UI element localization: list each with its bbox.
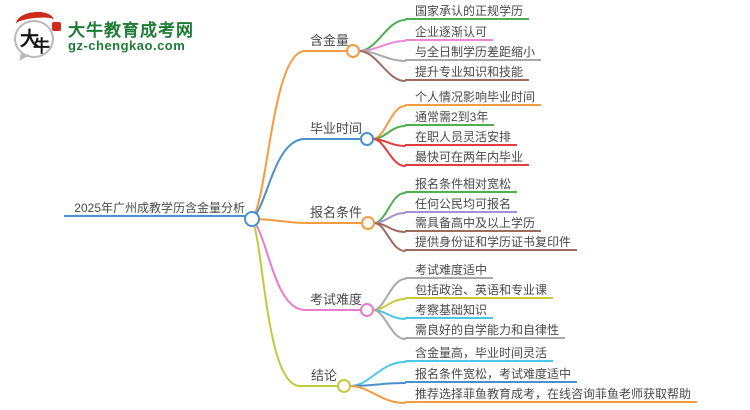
branch-line-jielun [251, 218, 339, 387]
logo-char-top: 大 [20, 29, 40, 50]
leaf-node: 个人情况影响毕业时间 [405, 89, 542, 106]
branch-label-biyeshijian: 毕业时间 [310, 121, 363, 136]
leaf-line [372, 105, 406, 140]
leaf-line [358, 40, 406, 52]
branch-node-circle [360, 132, 374, 146]
leaf-line [372, 278, 406, 311]
leaf-line [373, 212, 406, 224]
leaf-node: 报名条件相对宽松 [405, 176, 518, 193]
central-node-circle [244, 211, 260, 227]
speech-bubble-shape [14, 20, 54, 58]
site-url: gz-chengkao.com [68, 38, 186, 53]
leaf-node: 与全日制学历差距缩小 [405, 44, 542, 61]
branch-node-circle [361, 216, 375, 230]
leaf-line [373, 222, 406, 252]
leaf-line [358, 50, 406, 82]
leaf-node: 国家承认的正规学历 [405, 3, 530, 20]
central-topic: 2025年广州成教学历含金量分析 [64, 200, 245, 217]
leaf-node: 包括政治、英语和专业课 [405, 282, 554, 299]
leaf-line [372, 309, 406, 340]
leaf-node: 报名条件宽松，考试难度适中 [405, 366, 578, 383]
logo-char-bottom: 牛 [33, 37, 50, 56]
branch-label-jielun: 结论 [311, 368, 338, 383]
leaf-line [349, 385, 406, 404]
branch-label-hanjinliang: 含金量 [310, 33, 350, 48]
branch-node-circle [346, 44, 360, 58]
leaf-node: 含金量高，毕业时间灵活 [405, 345, 554, 362]
leaf-node: 通常需2到3年 [405, 109, 495, 126]
branch-node-circle [360, 303, 374, 317]
branch-node-circle [337, 379, 351, 393]
leaf-line [372, 298, 406, 311]
branch-label-baomingtiaojian: 报名条件 [310, 205, 363, 220]
leaf-node: 最快可在两年内毕业 [405, 149, 530, 166]
leaf-node: 任何公民均可报名 [405, 196, 518, 213]
leaf-node: 提升专业知识和技能 [405, 64, 530, 81]
branch-line-kaoshinandu [251, 218, 362, 311]
leaf-node: 考察基础知识 [405, 302, 494, 319]
branch-line-hanjinliang [251, 50, 348, 220]
site-logo: 大 牛 大牛教育成考网 gz-chengkao.com [10, 10, 210, 63]
leaf-node: 需良好的自学能力和自律性 [405, 322, 566, 339]
leaf-node: 企业逐渐认可 [405, 24, 494, 41]
red-seal-icon [52, 22, 61, 31]
leaf-node: 需具备高中及以上学历 [405, 215, 542, 232]
leaf-line [372, 138, 406, 167]
leaf-node: 推荐选择菲鱼教育成考，在线咨询菲鱼老师获取帮助 [405, 386, 698, 403]
leaf-node: 提供身份证和学历证书复印件 [405, 234, 578, 251]
site-name: 大牛教育成考网 [68, 21, 194, 40]
branch-line-biyeshijian [251, 138, 362, 220]
leaf-node: 在职人员灵活安排 [405, 129, 518, 146]
speech-bubble-tail [19, 53, 30, 63]
branch-label-kaoshinandu: 考试难度 [310, 292, 363, 307]
logo-bubble-icon: 大 牛 [12, 10, 62, 63]
leaf-node: 考试难度适中 [405, 262, 494, 279]
